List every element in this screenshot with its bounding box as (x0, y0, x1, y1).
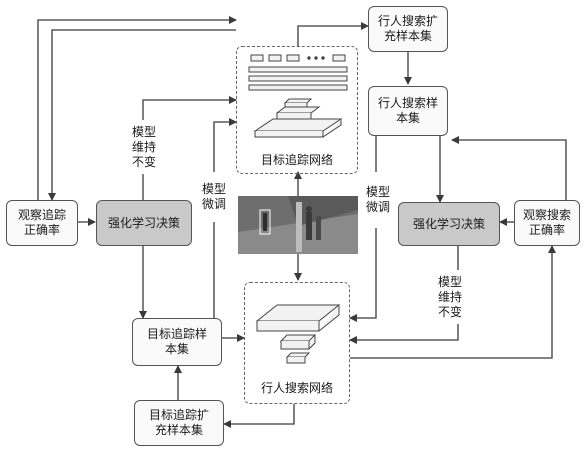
rl-decision-left-box: 强化学习决策 (96, 200, 192, 246)
person-samples-label: 行人搜索样 本集 (377, 96, 438, 125)
rl-decision-right-label: 强化学习决策 (412, 216, 485, 231)
model-keep-left-box: 模型 维持 不变 (122, 120, 166, 174)
person-samples-box: 行人搜索样 本集 (368, 86, 448, 136)
observe-search-accuracy-box: 观察搜索 正确率 (514, 200, 580, 246)
track-expand-box: 目标追踪扩 充样本集 (134, 400, 224, 446)
track-samples-label: 目标追踪样 本集 (146, 327, 207, 356)
arrow-observe-to-track-net (37, 16, 237, 200)
person-expand-box: 行人搜索扩 充样本集 (368, 6, 448, 52)
model-tune-right-label: 模型 微调 (365, 185, 390, 214)
arrow-track-samples-to-net (213, 118, 237, 322)
model-tune-right-box: 模型 微调 (364, 172, 392, 228)
person-network-box: 行人搜索网络 (244, 282, 350, 404)
arrow-person-net-to-observe-search (350, 245, 556, 359)
model-keep-left-label: 模型 维持 不变 (131, 124, 156, 169)
arrow-person-net-to-track-expand (223, 404, 295, 428)
track-network-layers (248, 54, 348, 138)
arrow-track-net-to-person-expand (297, 22, 369, 46)
model-tune-left-box: 模型 微调 (198, 172, 230, 222)
model-keep-right-label: 模型 维持 不变 (437, 274, 462, 319)
track-samples-box: 目标追踪样 本集 (132, 318, 222, 366)
person-network-label: 行人搜索网络 (260, 381, 333, 395)
person-expand-label: 行人搜索扩 充样本集 (377, 14, 438, 43)
rl-decision-right-box: 强化学习决策 (398, 202, 500, 246)
model-tune-left-label: 模型 微调 (201, 182, 226, 211)
arrow-observe-search-to-person-samples (451, 136, 567, 200)
observe-track-accuracy-box: 观察追踪 正确率 (6, 200, 78, 246)
arrow-track-net-to-observe (48, 29, 236, 201)
track-network-box: 目标追踪网络 (236, 46, 358, 174)
model-keep-right-box: 模型 维持 不变 (428, 270, 472, 324)
observe-track-accuracy-label: 观察追踪 正确率 (17, 208, 66, 237)
track-network-label: 目标追踪网络 (260, 153, 333, 167)
surveillance-image (238, 196, 358, 254)
track-expand-label: 目标追踪扩 充样本集 (148, 408, 209, 437)
rl-decision-left-label: 强化学习决策 (107, 215, 180, 230)
surveillance-scene (238, 196, 358, 254)
person-network-layers (255, 304, 341, 364)
observe-search-accuracy-label: 观察搜索 正确率 (522, 208, 571, 237)
